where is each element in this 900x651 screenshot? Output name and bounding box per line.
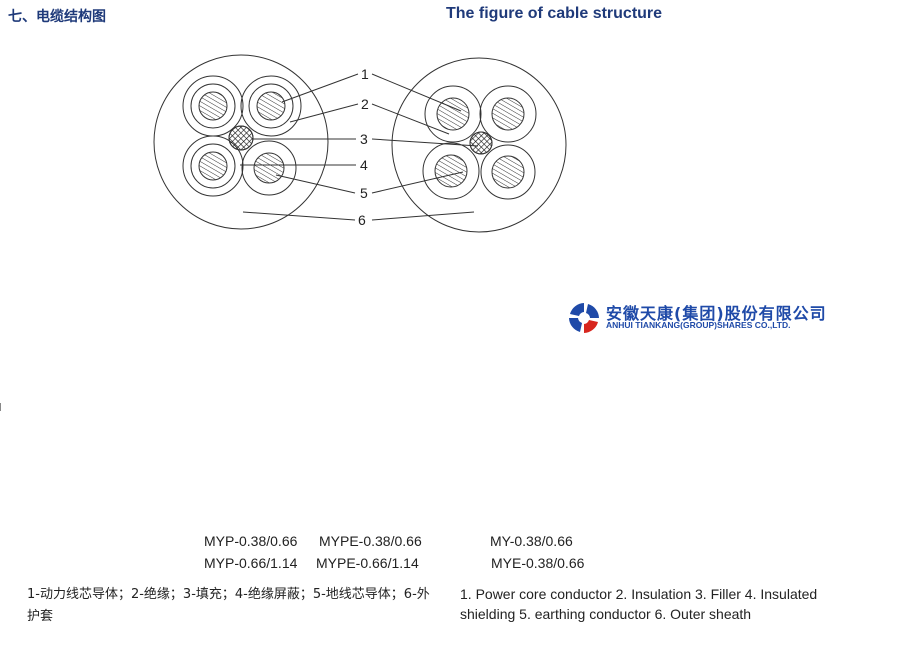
edge-mark bbox=[0, 403, 1, 411]
left-core-3 bbox=[182, 135, 244, 197]
section-title-cn: 七、电缆结构图 bbox=[8, 9, 106, 25]
section-title-en: The figure of cable structure bbox=[446, 5, 663, 22]
right-outer-sheath bbox=[391, 57, 567, 233]
company-name-en: ANHUI TIANKANG(GROUP)SHARES CO.,LTD. bbox=[606, 320, 791, 330]
right-core-2 bbox=[479, 85, 537, 143]
model-6: MYE-0.38/0.66 bbox=[491, 555, 585, 571]
company-logo-icon bbox=[569, 303, 599, 333]
right-core-3 bbox=[422, 142, 480, 200]
left-filler bbox=[228, 125, 254, 151]
legend-english: 1. Power core conductor 2. Insulation 3.… bbox=[460, 586, 818, 622]
right-earth-core bbox=[480, 144, 536, 200]
company-name-cn: 安徽天康(集团)股份有限公司 bbox=[606, 304, 827, 323]
model-4: MYP-0.66/1.14 bbox=[204, 555, 298, 571]
callout-5: 5 bbox=[360, 185, 368, 201]
left-core-2 bbox=[240, 75, 302, 137]
callout-2: 2 bbox=[361, 96, 369, 112]
leader-lines bbox=[240, 73, 479, 194]
callout-3: 3 bbox=[360, 131, 368, 147]
callout-6: 6 bbox=[358, 212, 366, 228]
model-5: MYPE-0.66/1.14 bbox=[316, 555, 419, 571]
right-cable-cross-section bbox=[371, 57, 567, 233]
right-filler bbox=[469, 131, 493, 155]
callout-1: 1 bbox=[361, 66, 369, 82]
right-core-1 bbox=[424, 85, 482, 143]
cable-structure-diagram: 1 2 3 4 5 6 bbox=[153, 54, 567, 233]
legend-chinese: 1-动力线芯导体；2-绝缘；3-填充；4-绝缘屏蔽；5-地线芯导体；6-外护套 bbox=[27, 587, 430, 624]
model-2: MYPE-0.38/0.66 bbox=[319, 533, 422, 549]
left-outer-sheath bbox=[153, 54, 329, 230]
model-1: MYP-0.38/0.66 bbox=[204, 533, 298, 549]
company-logo: 安徽天康(集团)股份有限公司 ANHUI TIANKANG(GROUP)SHAR… bbox=[566, 298, 846, 338]
model-3: MY-0.38/0.66 bbox=[490, 533, 573, 549]
left-earth-core bbox=[241, 140, 297, 196]
left-core-1 bbox=[182, 75, 244, 137]
callout-4: 4 bbox=[360, 157, 368, 173]
left-cable-cross-section bbox=[153, 54, 356, 230]
callout-numbers: 1 2 3 4 5 6 bbox=[358, 66, 369, 228]
